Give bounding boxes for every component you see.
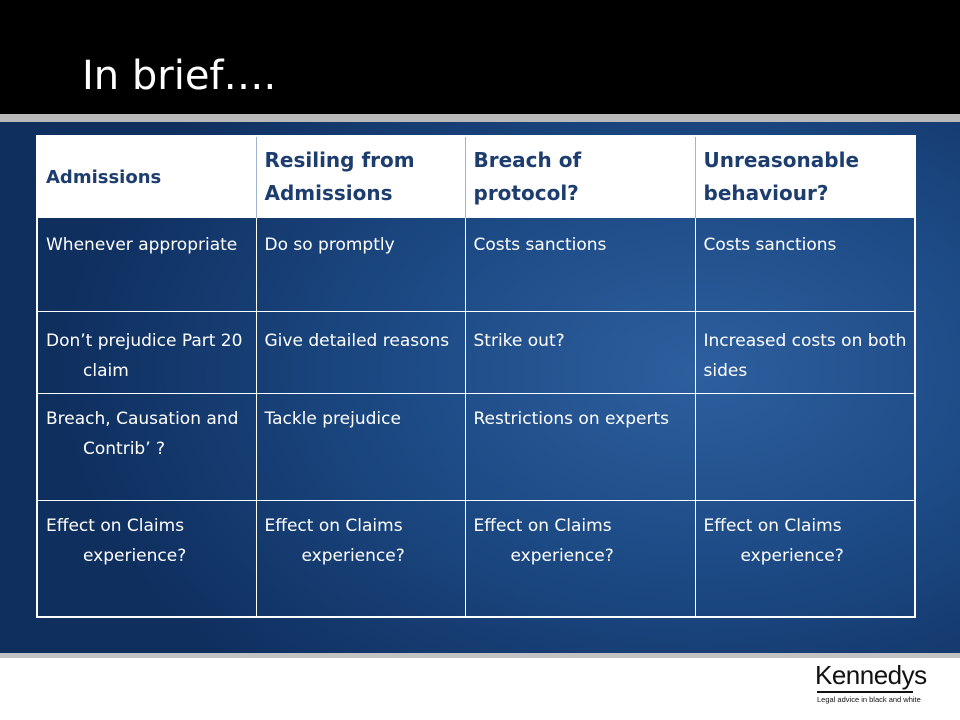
top-divider (0, 114, 960, 122)
logo-tagline: Legal advice in black and white (817, 695, 921, 704)
table-cell: Effect on Claims experience? (255, 500, 465, 616)
header-unreasonable-behaviour: Unreasonable behaviour? (694, 137, 914, 218)
table-header-row: Admissions Resiling from Admissions Brea… (38, 137, 914, 218)
table-row: Breach, Causation and Contrib’ ? Tackle … (38, 393, 914, 501)
header-admissions: Admissions (38, 137, 256, 218)
cell-text: Whenever appropriate (46, 235, 238, 255)
cell-text: Breach, Causation and Contrib’ ? (46, 409, 239, 460)
logo-wordmark: Kennedys (815, 660, 927, 690)
table-cell: Strike out? (464, 310, 695, 394)
table-cell: Effect on Claims experience? (464, 500, 695, 616)
cell-text: Costs sanctions (473, 235, 607, 255)
bottom-divider (0, 653, 960, 658)
slide-title: In brief…. (82, 53, 277, 99)
header-resiling: Resiling from Admissions (255, 137, 465, 218)
cell-text: Strike out? (473, 330, 565, 351)
table-cell (694, 393, 914, 501)
table-cell: Tackle prejudice (255, 393, 465, 501)
table-cell: Effect on Claims experience? (694, 500, 914, 616)
logo-rule (817, 691, 913, 693)
cell-text: Do so promptly (264, 235, 395, 255)
cell-text: Costs sanctions (703, 235, 837, 255)
table-cell: Don’t prejudice Part 20 claim (38, 310, 256, 394)
cell-text: Tackle prejudice (264, 409, 401, 430)
cell-text: Increased costs on both sides (703, 330, 907, 381)
cell-text: Effect on Claims experience? (473, 516, 614, 567)
cell-text: Give detailed reasons (264, 330, 450, 351)
title-bar (0, 0, 960, 114)
header-breach-of-protocol: Breach of protocol? (464, 137, 695, 218)
kennedys-logo: Kennedys Legal advice in black and white (815, 660, 927, 708)
table-cell: Costs sanctions (694, 217, 914, 312)
summary-table: Admissions Resiling from Admissions Brea… (36, 135, 916, 618)
table-cell: Restrictions on experts (464, 393, 695, 501)
table-row: Whenever appropriate Do so promptly Cost… (38, 217, 914, 312)
cell-text: Effect on Claims experience? (46, 516, 187, 567)
table-cell: Whenever appropriate (38, 217, 256, 312)
table-cell: Increased costs on both sides (694, 310, 914, 394)
cell-text: Restrictions on experts (473, 409, 669, 430)
table-cell: Do so promptly (255, 217, 465, 312)
table-cell: Costs sanctions (464, 217, 695, 312)
table-cell: Breach, Causation and Contrib’ ? (38, 393, 256, 501)
table-cell: Effect on Claims experience? (38, 500, 256, 616)
table-cell: Give detailed reasons (255, 310, 465, 394)
cell-text: Don’t prejudice Part 20 claim (46, 330, 243, 381)
cell-text: Effect on Claims experience? (264, 516, 405, 567)
table-row: Don’t prejudice Part 20 claim Give detai… (38, 310, 914, 394)
table-row: Effect on Claims experience? Effect on C… (38, 500, 914, 616)
cell-text: Effect on Claims experience? (703, 516, 844, 567)
